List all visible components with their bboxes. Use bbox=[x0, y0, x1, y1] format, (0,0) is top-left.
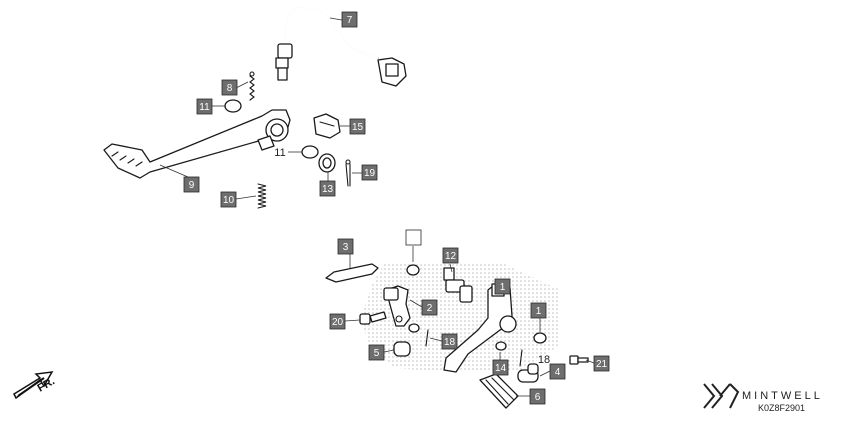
svg-text:10: 10 bbox=[223, 195, 235, 206]
svg-text:K0Z8F2901: K0Z8F2901 bbox=[758, 403, 805, 413]
callout-9[interactable]: 9 bbox=[183, 176, 200, 193]
callout-8[interactable]: 8 bbox=[221, 79, 238, 96]
joint-4 bbox=[517, 363, 539, 383]
callout-7[interactable]: 7 bbox=[341, 11, 358, 28]
callout-10[interactable]: 10 bbox=[220, 191, 237, 208]
callout-20[interactable]: 20 bbox=[329, 313, 346, 330]
cotter-pin-a bbox=[425, 329, 429, 347]
shift-arm bbox=[383, 285, 411, 327]
callout-3[interactable]: 3 bbox=[337, 238, 354, 255]
shift-peg-rubber bbox=[479, 373, 519, 409]
callout-5[interactable]: 5 bbox=[368, 344, 385, 361]
svg-text:1: 1 bbox=[500, 282, 506, 293]
svg-text:7: 7 bbox=[347, 15, 353, 26]
gearshift-pedal bbox=[103, 109, 291, 179]
callout-11-upper[interactable]: 11 bbox=[196, 98, 213, 115]
clamp-bracket bbox=[313, 113, 341, 139]
washer-small bbox=[408, 323, 420, 333]
callout-18-text[interactable]: 18 bbox=[538, 354, 550, 366]
callout-6[interactable]: 6 bbox=[529, 388, 546, 405]
callout-18-boxed[interactable]: 18 bbox=[441, 333, 458, 350]
neutral-switch-cable bbox=[275, 6, 407, 87]
svg-text:6: 6 bbox=[535, 392, 541, 403]
svg-text:2: 2 bbox=[427, 303, 433, 314]
joint-5 bbox=[393, 341, 411, 357]
svg-text:8: 8 bbox=[227, 83, 233, 94]
svg-text:3: 3 bbox=[343, 242, 349, 253]
callout-14[interactable]: 14 bbox=[492, 359, 509, 376]
callout-17[interactable]: 1 bbox=[530, 302, 547, 319]
collar bbox=[406, 264, 420, 276]
cotter-pin-upper bbox=[345, 159, 351, 187]
callout-11-lower[interactable]: 11 bbox=[274, 147, 285, 159]
bolt-20 bbox=[359, 311, 387, 325]
callout-4[interactable]: 4 bbox=[549, 363, 566, 380]
callout-21[interactable]: 21 bbox=[593, 355, 610, 372]
callout-2[interactable]: 2 bbox=[421, 299, 438, 316]
svg-text:11: 11 bbox=[199, 102, 210, 113]
brand-logo: MINTWELL K0Z8F2901 bbox=[703, 383, 823, 413]
return-spring bbox=[257, 183, 267, 209]
svg-text:5: 5 bbox=[374, 348, 380, 359]
svg-text:11: 11 bbox=[274, 147, 285, 159]
small-spring bbox=[249, 71, 255, 101]
joint-pad bbox=[533, 332, 547, 344]
callout-15[interactable]: 15 bbox=[349, 118, 366, 135]
o-ring-lower bbox=[301, 145, 319, 159]
svg-text:MINTWELL: MINTWELL bbox=[742, 390, 823, 402]
svg-text:4: 4 bbox=[555, 367, 561, 378]
callout-12[interactable]: 12 bbox=[442, 247, 459, 264]
svg-text:12: 12 bbox=[445, 251, 457, 262]
leader-lines bbox=[159, 17, 595, 397]
callout-empty[interactable] bbox=[405, 229, 422, 246]
svg-text:18: 18 bbox=[538, 354, 550, 366]
callout-19[interactable]: 19 bbox=[361, 164, 378, 181]
bolt-21 bbox=[569, 355, 589, 365]
svg-text:14: 14 bbox=[495, 363, 507, 374]
brand-mark-icon bbox=[703, 383, 740, 409]
o-ring-upper bbox=[224, 99, 242, 113]
svg-text:13: 13 bbox=[322, 184, 334, 195]
callout-1[interactable]: 1 bbox=[494, 278, 511, 295]
svg-text:9: 9 bbox=[189, 180, 195, 191]
svg-text:20: 20 bbox=[332, 317, 344, 328]
washer-14 bbox=[495, 341, 507, 351]
svg-text:15: 15 bbox=[352, 122, 364, 133]
pivot-bolt bbox=[443, 267, 473, 303]
front-direction-arrow: FR. bbox=[13, 371, 57, 400]
cotter-pin-b bbox=[519, 349, 523, 367]
svg-text:1: 1 bbox=[536, 306, 542, 317]
svg-text:21: 21 bbox=[596, 359, 608, 370]
callout-13[interactable]: 13 bbox=[319, 180, 336, 197]
svg-text:19: 19 bbox=[364, 168, 376, 179]
link-rod bbox=[325, 263, 379, 283]
svg-text:18: 18 bbox=[444, 337, 456, 348]
